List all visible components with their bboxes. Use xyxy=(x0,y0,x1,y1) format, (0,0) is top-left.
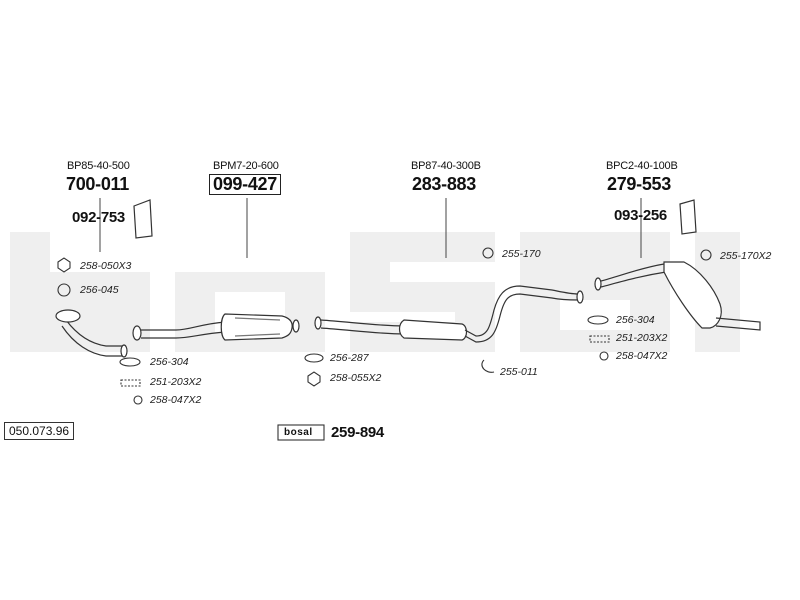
fitting-label: 258-047X2 xyxy=(616,350,668,362)
fitting-label: 251-203X2 xyxy=(150,376,202,388)
kit-part: 259-894 xyxy=(331,424,384,441)
group-3-part: 283-883 xyxy=(412,174,476,194)
fitting-label: 256-304 xyxy=(616,314,655,326)
kit-logo-box xyxy=(277,424,325,441)
fitting-label: 258-050X3 xyxy=(80,260,132,272)
leader-lines xyxy=(99,198,642,258)
group-1-extra: 092-753 xyxy=(72,209,125,226)
fitting-label: 258-047X2 xyxy=(150,394,202,406)
group-1-code: BP85-40-500 xyxy=(67,160,130,172)
fitting-label: 255-170 xyxy=(502,248,541,260)
fitting-label: 258-055X2 xyxy=(330,372,382,384)
middle-silencer xyxy=(314,285,584,343)
catalytic-converter xyxy=(132,313,300,341)
rear-silencer xyxy=(594,261,761,331)
group-4-code: BPC2-40-100B xyxy=(606,160,678,172)
brackets xyxy=(133,199,697,239)
fitting-label: 255-170X2 xyxy=(720,250,772,262)
group-4-part: 279-553 xyxy=(607,174,671,194)
front-pipe xyxy=(55,309,128,358)
kit-logo: bosal xyxy=(284,427,313,438)
fitting-label: 256-304 xyxy=(150,356,189,368)
group-2-code: BPM7-20-600 xyxy=(213,160,279,172)
group-1-part: 700-011 xyxy=(66,174,129,194)
fitting-label: 255-011 xyxy=(500,366,538,378)
fitting-icons xyxy=(57,247,712,405)
fitting-label: 251-203X2 xyxy=(616,332,668,344)
group-4-extra: 093-256 xyxy=(614,207,667,224)
group-3-code: BP87-40-300B xyxy=(411,160,481,172)
group-2-part: 099-427 xyxy=(209,174,281,195)
fitting-label: 256-045 xyxy=(80,284,119,296)
fitting-label: 256-287 xyxy=(330,352,369,364)
reference-number: 050.073.96 xyxy=(4,422,75,440)
